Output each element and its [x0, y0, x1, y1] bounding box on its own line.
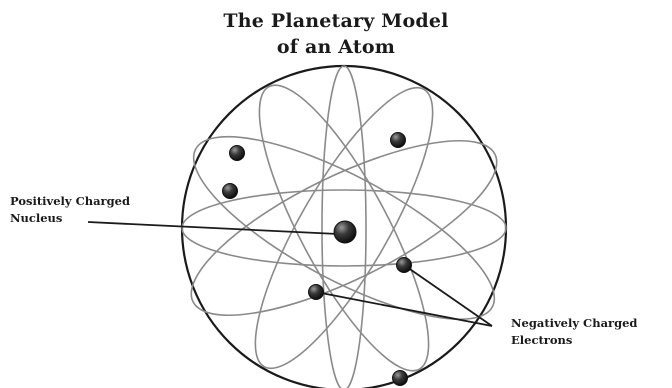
- title-line-1: The Planetary Model: [196, 8, 476, 34]
- electron: [397, 258, 412, 273]
- electron: [393, 371, 408, 386]
- title-line-2: of an Atom: [196, 34, 476, 60]
- electron: [391, 133, 406, 148]
- electron: [230, 146, 245, 161]
- nucleus-label: Positively Charged Nucleus: [10, 193, 130, 227]
- electron: [223, 184, 238, 199]
- electron: [309, 285, 324, 300]
- nucleus-label-line-1: Positively Charged: [10, 193, 130, 210]
- electrons-label-line-1: Negatively Charged: [511, 315, 637, 332]
- electrons-label: Negatively Charged Electrons: [511, 315, 637, 349]
- nucleus: [334, 221, 356, 243]
- diagram-title: The Planetary Model of an Atom: [196, 8, 476, 60]
- nucleus-label-line-2: Nucleus: [10, 210, 130, 227]
- electrons-label-line-2: Electrons: [511, 332, 637, 349]
